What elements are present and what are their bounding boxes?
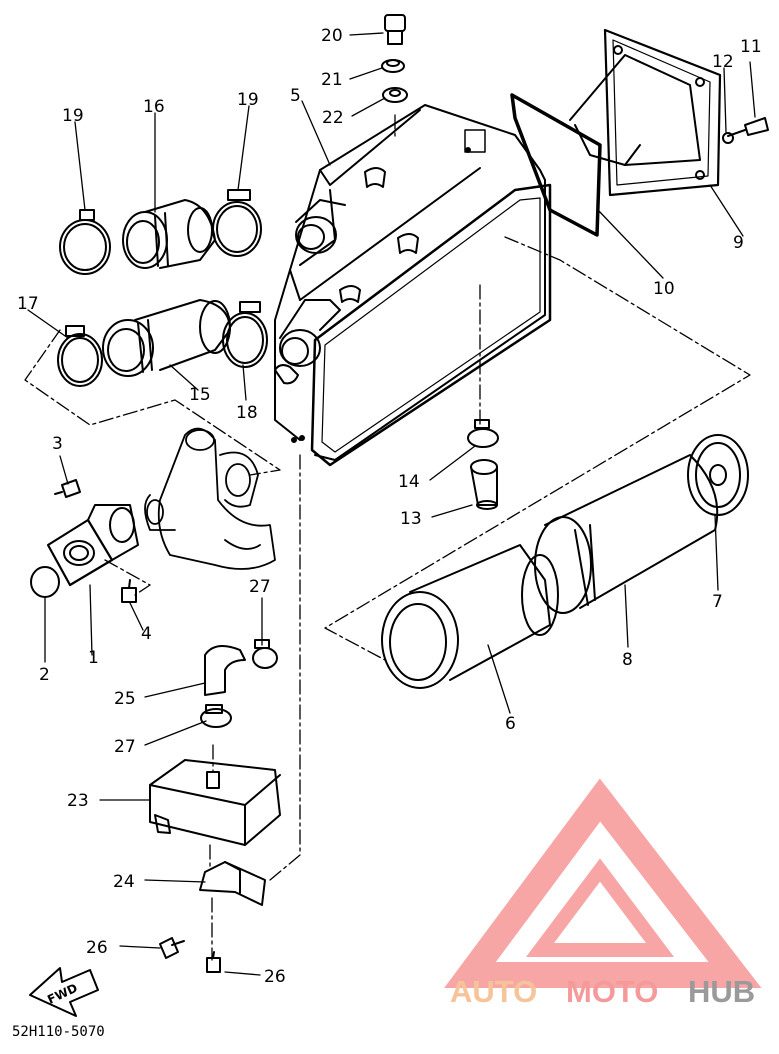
duct-gasket: [510, 93, 602, 237]
bracket-24: [199, 861, 266, 906]
watermark-moto: MOTO: [566, 974, 658, 1009]
callout-25: 25: [114, 689, 136, 709]
screw-3: [54, 479, 81, 498]
callout-12: 12: [712, 52, 734, 72]
callout-2: 2: [39, 665, 50, 685]
fwd-arrow-icon: [29, 967, 99, 1017]
watermark-text: AUTO MOTO HUB: [450, 974, 755, 1009]
callout-11: 11: [740, 37, 762, 57]
callout-26b: 26: [264, 967, 286, 987]
callout-15: 15: [189, 385, 211, 405]
clamp-17: [57, 325, 103, 387]
filter-element-8: [534, 454, 719, 614]
manifold: [46, 504, 139, 587]
callout-1: 1: [88, 648, 99, 668]
callout-27a: 27: [249, 577, 271, 597]
assembly-lines: [24, 114, 751, 961]
element-guide-6: [381, 544, 559, 689]
callout-8: 8: [622, 650, 633, 670]
clamp-27-lower: [200, 704, 232, 728]
callout-18: 18: [236, 403, 258, 423]
drawing-code: 52H110-5070: [12, 1024, 105, 1040]
hose-25: [204, 645, 246, 696]
watermark-hub: HUB: [688, 974, 755, 1009]
screw-4: [121, 579, 137, 603]
callout-22: 22: [322, 108, 344, 128]
clamp-18: [222, 301, 268, 368]
o-ring-2: [30, 566, 60, 598]
callout-7: 7: [712, 592, 723, 612]
callout-17: 17: [17, 294, 39, 314]
leader-lines: [27, 32, 756, 976]
element-cap-7: [687, 434, 749, 516]
breather-tank-23: [149, 759, 281, 846]
plug-20: [384, 14, 406, 45]
clamp-19-left: [59, 209, 111, 275]
callout-4: 4: [141, 624, 152, 644]
grommet-21: [381, 59, 405, 73]
callout-9: 9: [733, 233, 744, 253]
callout-21: 21: [321, 70, 343, 90]
fwd-label: FWD: [45, 981, 79, 1007]
screw-11: [722, 117, 769, 144]
callout-6: 6: [505, 714, 516, 734]
callout-3: 3: [52, 434, 63, 454]
clamp-27-upper: [252, 639, 278, 669]
watermark-auto: AUTO: [450, 974, 537, 1009]
callout-27b: 27: [114, 737, 136, 757]
carburetor: [144, 427, 276, 570]
callout-16: 16: [143, 97, 165, 117]
drain-hose-13: [470, 459, 498, 510]
screw-26-right: [206, 951, 221, 973]
callout-5: 5: [290, 86, 301, 106]
clamp-14: [467, 419, 499, 448]
callout-10: 10: [653, 279, 675, 299]
intake-duct: [569, 28, 722, 197]
screw-26-left: [159, 937, 185, 959]
callout-23: 23: [67, 791, 89, 811]
watermark-logo: [444, 778, 762, 988]
callout-19a: 19: [62, 106, 84, 126]
clamp-19-right: [212, 189, 262, 257]
joint-16: [122, 199, 216, 269]
air-box: [274, 104, 552, 467]
callout-19b: 19: [237, 90, 259, 110]
callout-26a: 26: [86, 938, 108, 958]
joint-15: [102, 299, 231, 377]
washer-22: [382, 87, 408, 103]
callout-13: 13: [400, 509, 422, 529]
callout-labels: 20 21 22 5 19 16 19 11 12 9 10 17 15 18 …: [17, 26, 762, 987]
callout-14: 14: [398, 472, 420, 492]
callout-20: 20: [321, 26, 343, 46]
callout-24: 24: [113, 872, 135, 892]
